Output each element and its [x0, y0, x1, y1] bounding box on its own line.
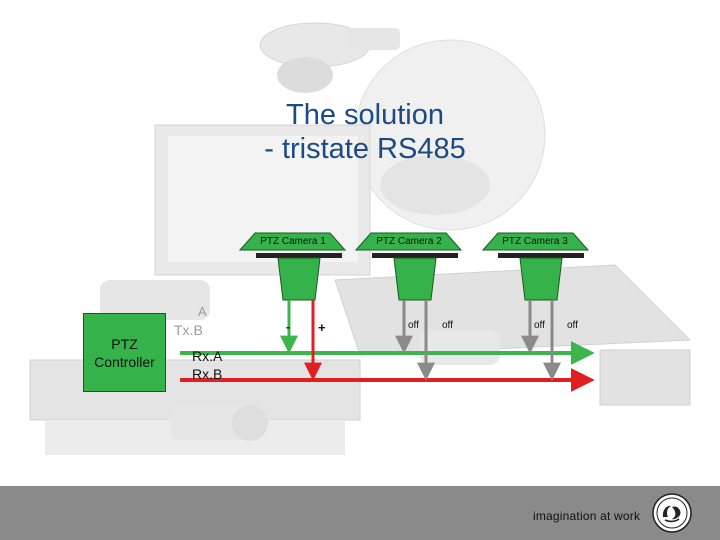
rx-a-label: Rx.A [192, 348, 223, 364]
footer-tagline: imagination at work [533, 509, 641, 523]
camera-3-right-terminal-label: off [567, 320, 578, 331]
camera-2-right-terminal-label: off [442, 320, 453, 331]
title-line-2: - tristate RS485 [264, 133, 466, 165]
tx-b-label: Tx.B [174, 322, 203, 338]
camera-1-minus-label: - [286, 320, 290, 334]
camera-3-transceiver [519, 257, 563, 301]
footer-bar [0, 486, 720, 540]
camera-1-label: PTZ Camera 1 [260, 236, 326, 247]
controller-label-line-1: PTZ [111, 335, 138, 352]
camera-2-label: PTZ Camera 2 [376, 236, 442, 247]
tx-a-label: A [198, 304, 207, 319]
camera-1-transceiver [277, 257, 321, 301]
camera-1-plus-label: + [318, 320, 326, 335]
camera-2-left-terminal-label: off [408, 320, 419, 331]
slide-title: The solution - tristate RS485 [240, 98, 490, 166]
ge-logo-icon [652, 493, 692, 533]
camera-1-base [256, 253, 342, 258]
camera-2-tab [354, 232, 463, 251]
controller-label-line-2: Controller [94, 353, 155, 370]
ptz-controller-box: PTZ Controller [83, 313, 166, 392]
camera-3-left-terminal-label: off [534, 320, 545, 331]
rx-b-label: Rx.B [192, 366, 223, 382]
camera-2-base [372, 253, 458, 258]
camera-2-transceiver [393, 257, 437, 301]
camera-3-label: PTZ Camera 3 [502, 236, 568, 247]
camera-1-tab [238, 232, 347, 251]
camera-3-tab [481, 232, 590, 251]
title-line-1: The solution [286, 99, 444, 131]
camera-3-base [498, 253, 584, 258]
